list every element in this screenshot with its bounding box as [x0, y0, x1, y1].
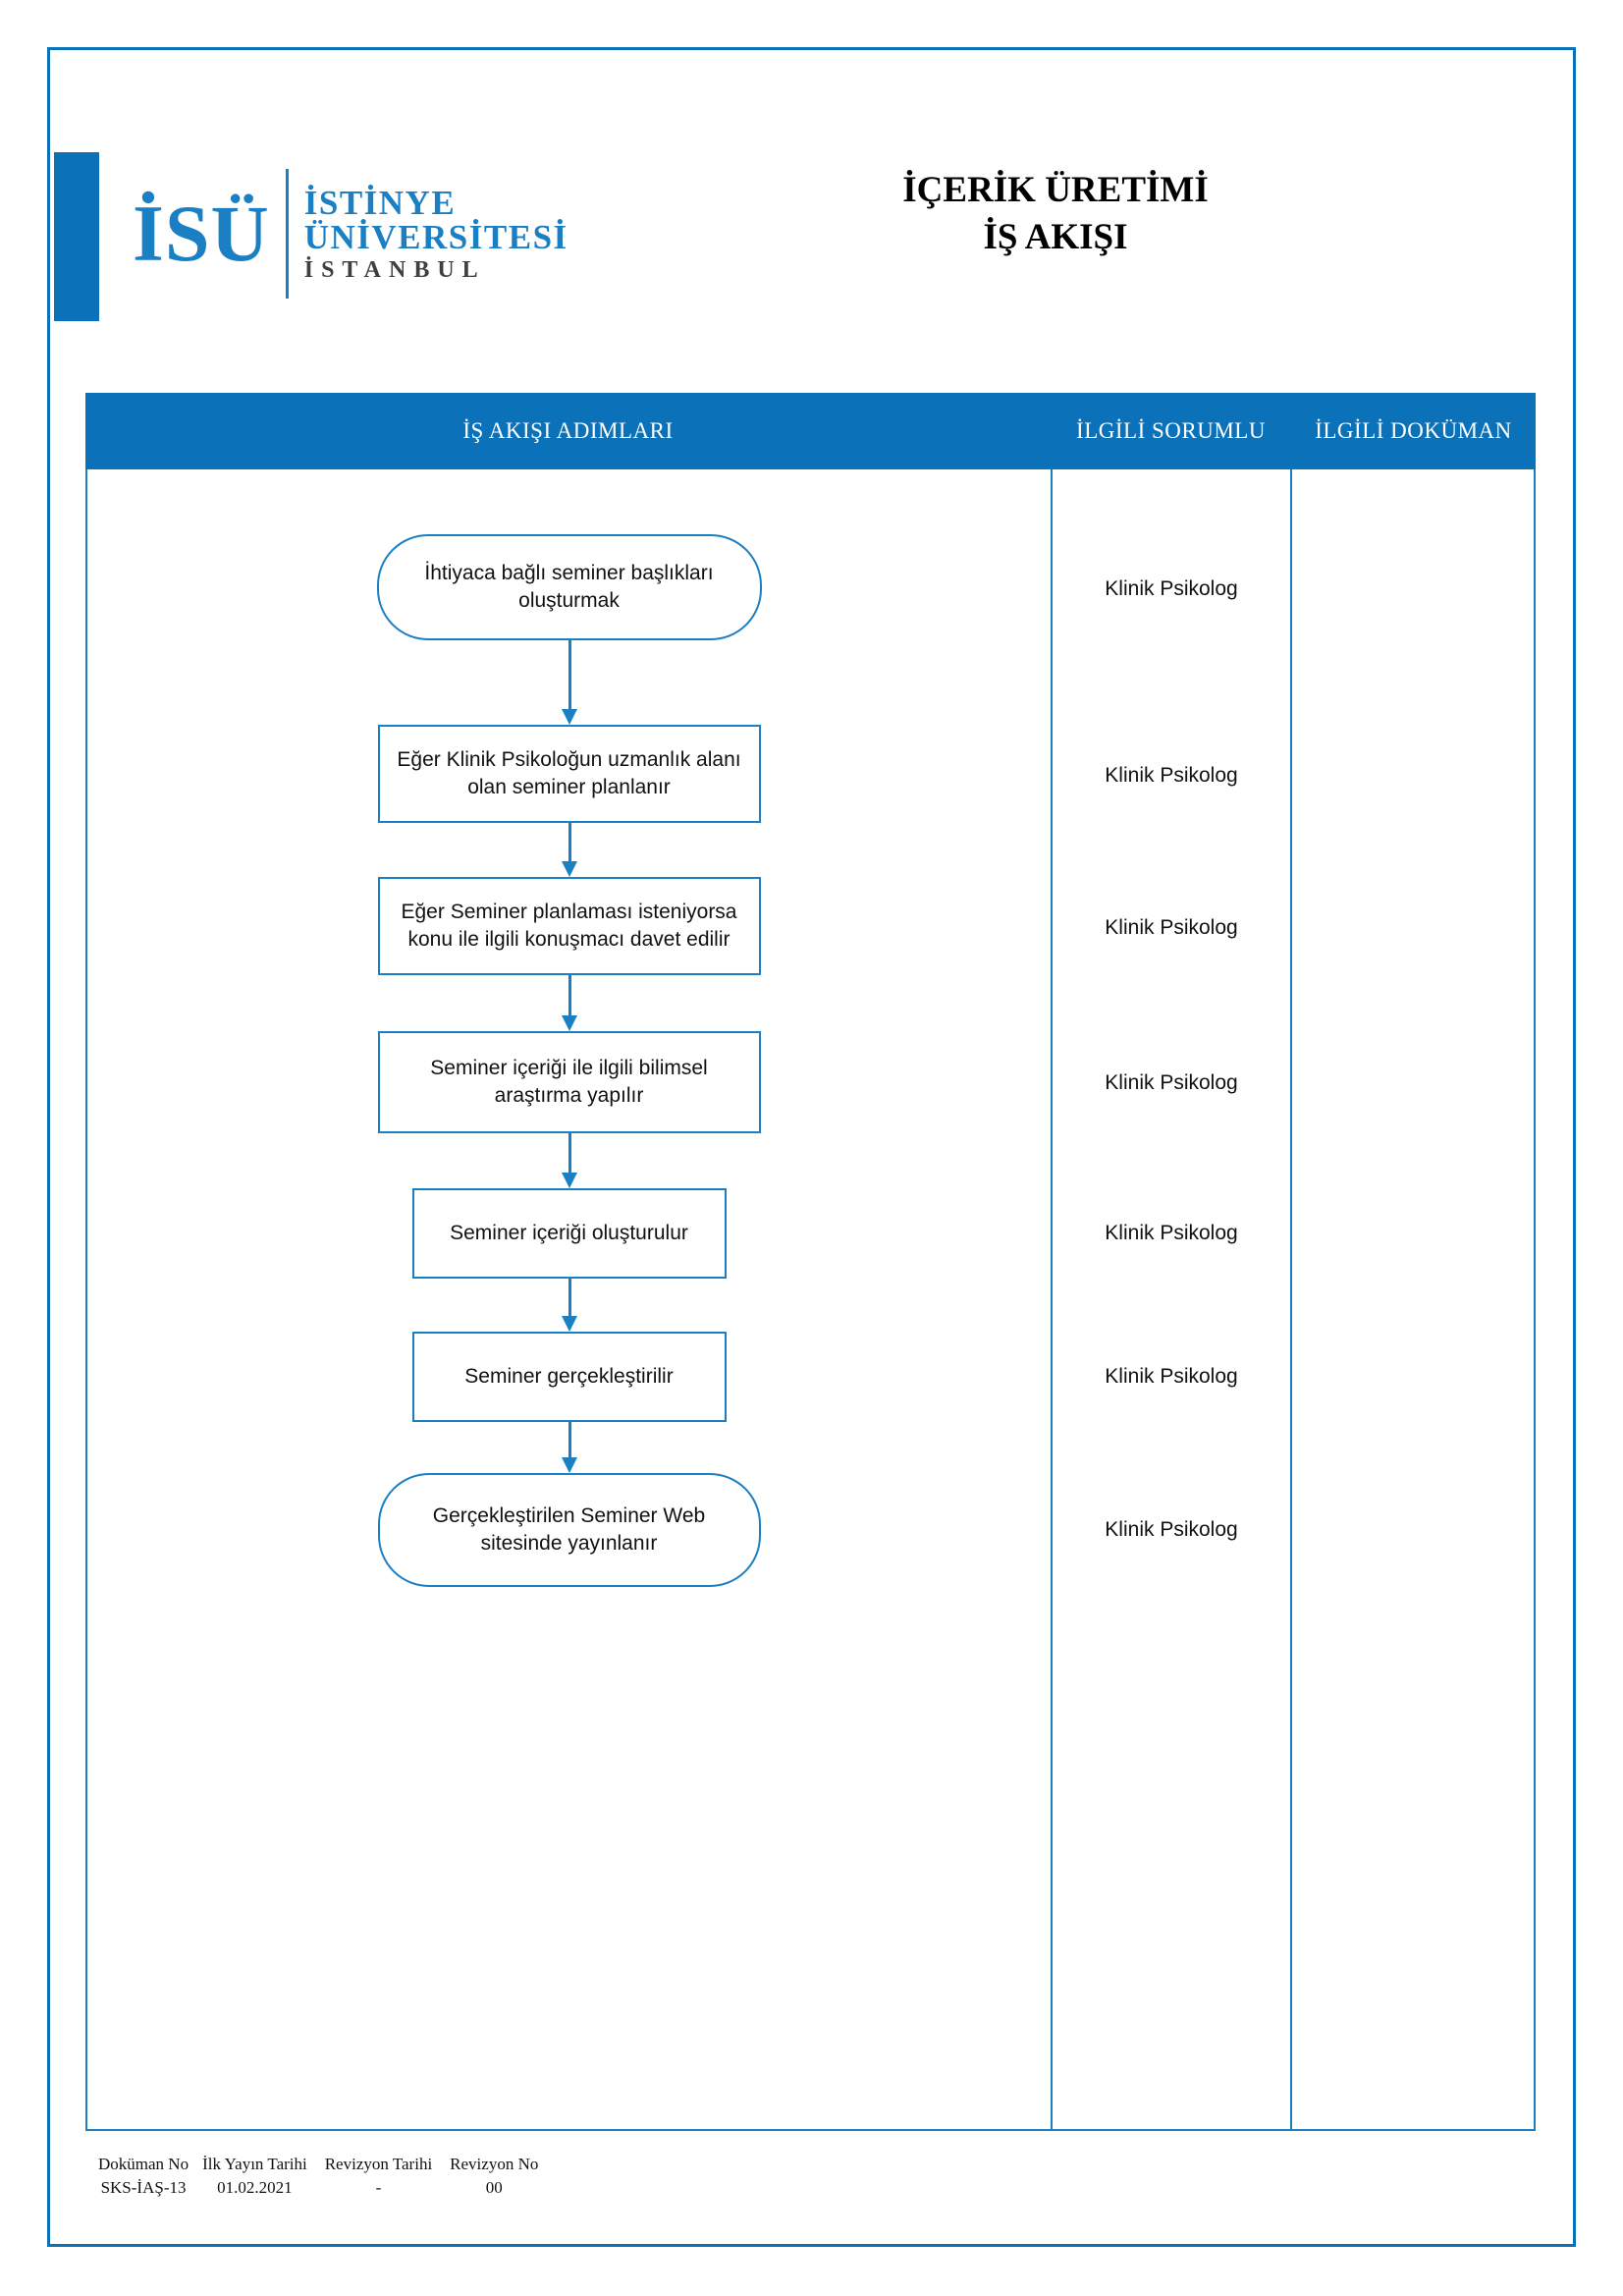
page-border — [47, 47, 1576, 2247]
arrow-head-icon — [561, 861, 577, 877]
page-title-line-1: İÇERİK ÜRETİMİ — [902, 170, 1209, 210]
logo-accent-bar — [54, 152, 99, 321]
logo-word-universitesi: ÜNİVERSİTESİ — [303, 218, 568, 256]
column-header-document: İLGİLİ DOKÜMAN — [1315, 418, 1512, 443]
flow-arrow-5 — [561, 1279, 577, 1332]
footer-field-first-publish-date: İlk Yayın Tarihi 01.02.2021 — [202, 2153, 307, 2200]
column-header-responsible: İLGİLİ SORUMLU — [1076, 418, 1266, 443]
logo-monogram: İSÜ — [133, 189, 270, 278]
arrow-shaft — [568, 975, 571, 1015]
university-logo: İSÜ İSTİNYE ÜNİVERSİTESİ İSTANBUL — [133, 165, 568, 302]
column-divider-2 — [1290, 469, 1292, 2129]
flow-arrow-4 — [561, 1133, 577, 1188]
page-title-line-2: İŞ AKIŞI — [983, 217, 1128, 258]
flow-node-6[interactable]: Seminer gerçekleştirilir — [411, 1332, 727, 1422]
arrow-shaft — [568, 823, 571, 861]
responsible-cell-4: Klinik Psikolog — [1105, 1071, 1238, 1094]
flow-arrow-2 — [561, 823, 577, 877]
footer-field-revision-date: Revizyon Tarihi - — [325, 2153, 432, 2200]
arrow-head-icon — [561, 1457, 577, 1473]
footer-metadata: Doküman No SKS-İAŞ-13 İlk Yayın Tarihi 0… — [98, 2153, 556, 2200]
responsible-cell-2: Klinik Psikolog — [1105, 764, 1238, 787]
page-title: İÇERİK ÜRETİMİ İŞ AKIŞI — [682, 167, 1429, 261]
arrow-shaft — [568, 1279, 571, 1316]
responsible-cell-6: Klinik Psikolog — [1105, 1365, 1238, 1388]
document-header: İSÜ İSTİNYE ÜNİVERSİTESİ İSTANBUL İÇERİK… — [54, 147, 1566, 324]
workflow-table: İŞ AKIŞI ADIMLARI İLGİLİ SORUMLU İLGİLİ … — [85, 393, 1536, 2131]
flow-node-start[interactable]: İhtiyaca bağlı seminer başlıkları oluştu… — [376, 534, 762, 640]
arrow-shaft — [568, 640, 571, 709]
footer-field-revision-no: Revizyon No 00 — [450, 2153, 538, 2200]
footer-value: 00 — [485, 2177, 503, 2197]
logo-word-istinye: İSTİNYE — [303, 184, 457, 222]
footer-label: Revizyon No — [450, 2155, 539, 2173]
column-header-steps: İŞ AKIŞI ADIMLARI — [462, 418, 674, 443]
arrow-head-icon — [561, 1316, 577, 1332]
responsible-cell-3: Klinik Psikolog — [1105, 916, 1238, 939]
arrow-head-icon — [561, 709, 577, 725]
responsible-cell-1: Klinik Psikolog — [1105, 577, 1238, 600]
flow-arrow-3 — [561, 975, 577, 1031]
document-column — [1292, 469, 1536, 2129]
footer-label: İlk Yayın Tarihi — [202, 2155, 307, 2173]
flow-node-2[interactable]: Eğer Klinik Psikoloğun uzmanlık alanı ol… — [377, 725, 761, 823]
logo-divider — [285, 169, 289, 299]
table-header-row: İŞ AKIŞI ADIMLARI İLGİLİ SORUMLU İLGİLİ … — [85, 393, 1536, 469]
flow-node-4[interactable]: Seminer içeriği ile ilgili bilimsel araş… — [377, 1031, 761, 1133]
footer-label: Doküman No — [98, 2155, 189, 2173]
flow-node-3[interactable]: Eğer Seminer planlaması isteniyorsa konu… — [377, 877, 761, 975]
flow-arrow-6 — [561, 1422, 577, 1473]
flow-node-end[interactable]: Gerçekleştirilen Seminer Web sitesinde y… — [377, 1473, 761, 1587]
responsible-column: Klinik Psikolog Klinik Psikolog Klinik P… — [1053, 469, 1290, 2129]
table-body: İhtiyaca bağlı seminer başlıkları oluştu… — [85, 469, 1536, 2131]
footer-value: - — [375, 2177, 382, 2197]
flowchart-column: İhtiyaca bağlı seminer başlıkları oluştu… — [87, 469, 1051, 2129]
arrow-head-icon — [561, 1173, 577, 1188]
footer-value: SKS-İAŞ-13 — [100, 2177, 187, 2197]
responsible-cell-7: Klinik Psikolog — [1105, 1518, 1238, 1541]
arrow-head-icon — [561, 1015, 577, 1031]
flow-arrow-1 — [561, 640, 577, 725]
flow-node-5[interactable]: Seminer içeriği oluşturulur — [411, 1188, 727, 1279]
footer-label: Revizyon Tarihi — [324, 2155, 433, 2173]
responsible-cell-5: Klinik Psikolog — [1105, 1222, 1238, 1244]
arrow-shaft — [568, 1133, 571, 1173]
arrow-shaft — [568, 1422, 571, 1457]
logo-word-istanbul: İSTANBUL — [303, 257, 486, 283]
column-divider-1 — [1051, 469, 1053, 2129]
footer-field-document-no: Doküman No SKS-İAŞ-13 — [98, 2153, 189, 2200]
footer-value: 01.02.2021 — [217, 2177, 293, 2197]
logo-wordmark: İSTİNYE ÜNİVERSİTESİ İSTANBUL — [304, 186, 568, 282]
